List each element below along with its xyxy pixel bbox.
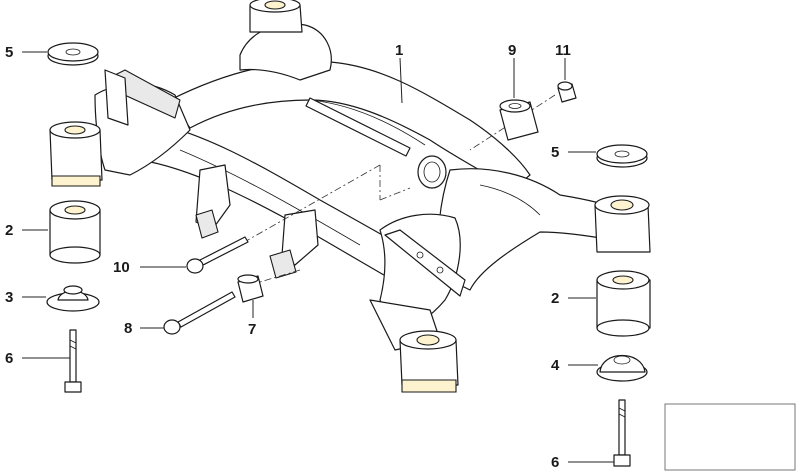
callout-10: 10 bbox=[113, 259, 130, 276]
callout-8: 8 bbox=[124, 320, 132, 337]
bushing-7 bbox=[237, 274, 264, 303]
bolt-6-left bbox=[64, 329, 82, 393]
callout-2-right: 2 bbox=[551, 290, 559, 307]
stop-washer-4 bbox=[596, 354, 648, 382]
callout-3: 3 bbox=[5, 289, 13, 306]
callout-5-right: 5 bbox=[551, 144, 559, 161]
installed-mount-rear-top bbox=[249, 0, 303, 33]
washer-5-right bbox=[596, 144, 648, 168]
bolt-6-right bbox=[613, 399, 631, 467]
callout-5-left: 5 bbox=[5, 44, 13, 61]
installed-mount-right bbox=[594, 195, 651, 253]
installed-mount-front bbox=[399, 330, 459, 393]
callout-11: 11 bbox=[555, 42, 571, 59]
installed-mount-left bbox=[49, 121, 103, 187]
rubber-mount-2-left bbox=[49, 200, 101, 264]
installed-bracket-bushing-mid bbox=[269, 249, 297, 279]
callout-6-right: 6 bbox=[551, 454, 559, 471]
callout-1: 1 bbox=[395, 42, 403, 59]
callout-7: 7 bbox=[248, 321, 256, 338]
installed-bracket-bushing-left bbox=[195, 209, 219, 239]
callout-4: 4 bbox=[551, 357, 560, 374]
small-bushing-11 bbox=[557, 81, 577, 103]
callout-6-left: 6 bbox=[5, 350, 13, 367]
bolt-10 bbox=[186, 236, 249, 274]
washer-5-left bbox=[47, 42, 99, 66]
stop-washer-3 bbox=[46, 285, 100, 312]
callout-2-left: 2 bbox=[5, 222, 13, 239]
bolt-8 bbox=[163, 291, 236, 335]
callout-9: 9 bbox=[508, 42, 516, 59]
rubber-mount-2-right bbox=[596, 270, 651, 337]
reference-frame-box bbox=[664, 403, 796, 471]
rear-axle-subframe bbox=[94, 23, 621, 351]
bushing-9 bbox=[499, 99, 539, 141]
leader-1 bbox=[399, 57, 403, 104]
